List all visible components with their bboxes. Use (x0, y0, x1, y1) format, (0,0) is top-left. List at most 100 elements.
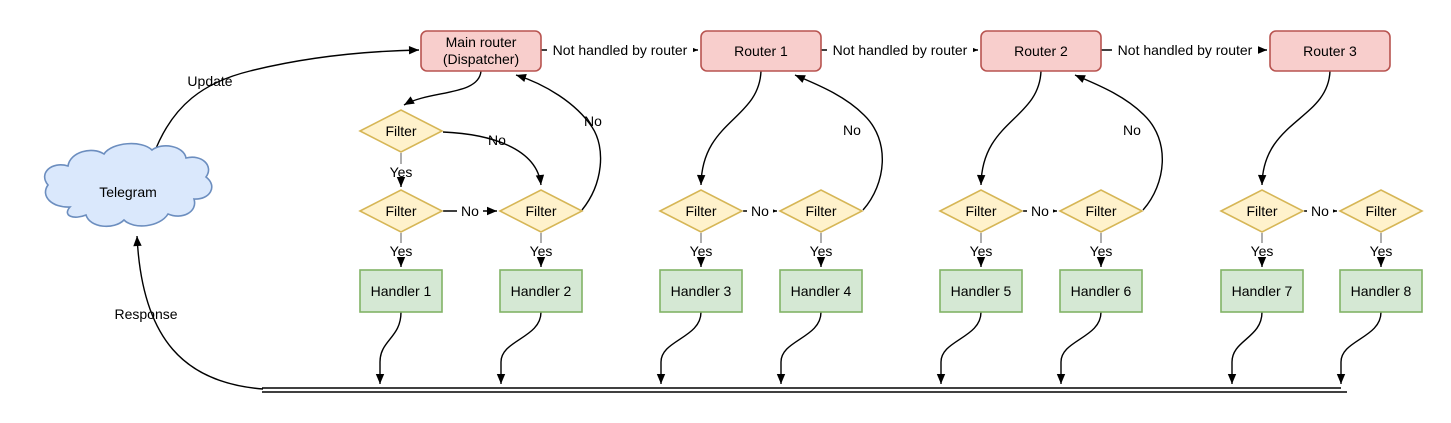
cloud-icon (43, 142, 213, 228)
node-handler-6: Handler 6 (1059, 269, 1143, 313)
node-handler-3: Handler 3 (659, 269, 743, 313)
node-filter-main-right: Filter (498, 189, 584, 233)
node-router-2: Router 2 (980, 30, 1102, 72)
handler6-label: Handler 6 (1071, 283, 1132, 299)
edge-handler5-out (936, 311, 982, 384)
node-main-router: Main router (Dispatcher) (420, 30, 542, 72)
yes-label-h1: Yes (390, 243, 413, 259)
node-router-3: Router 3 (1269, 30, 1391, 72)
node-handler-4: Handler 4 (779, 269, 863, 313)
edge-router2-to-filter (976, 70, 1042, 186)
handler1-label: Handler 1 (371, 283, 432, 299)
yes-label-h6: Yes (1090, 243, 1113, 259)
not-handled-1-label: Not handled by router (553, 42, 688, 58)
filter5-label: Filter (965, 203, 996, 219)
no-main-between-halo (457, 203, 483, 219)
handler8-label: Handler 8 (1351, 283, 1412, 299)
router1-box (700, 30, 822, 72)
filter4-diamond (778, 189, 864, 233)
node-router-1: Router 1 (700, 30, 822, 72)
filter8-diamond (1338, 189, 1424, 233)
yes-label-h8: Yes (1370, 243, 1393, 259)
node-filter-r3-right: Filter (1338, 189, 1424, 233)
node-filter-main-left: Filter (358, 189, 444, 233)
not-handled-3-label: Not handled by router (1118, 42, 1253, 58)
edge-main-topfilter-no (442, 131, 545, 186)
not-handled-3-halo (1112, 42, 1258, 58)
edge-router1-to-filter (696, 70, 762, 186)
yes-label-main-chain: Yes (390, 164, 413, 180)
update-label: Update (187, 73, 232, 89)
handler3-label: Handler 3 (671, 283, 732, 299)
filter5-diamond (938, 189, 1024, 233)
filter2-label: Filter (525, 203, 556, 219)
edge-handler6-out (1056, 311, 1102, 384)
no-r3-between-halo (1307, 203, 1333, 219)
cloud-label: Telegram (99, 184, 157, 200)
filter6-diamond (1058, 189, 1144, 233)
node-filter-r2-left: Filter (938, 189, 1024, 233)
no-label-main-return: No (584, 113, 602, 129)
handler2-label: Handler 2 (511, 283, 572, 299)
no-r1-between-halo (747, 203, 773, 219)
filter3-diamond (658, 189, 744, 233)
handler8-box (1339, 269, 1423, 313)
handler4-label: Handler 4 (791, 283, 852, 299)
edges (133, 45, 1386, 393)
yes-label-h3: Yes (690, 243, 713, 259)
main-router-box (420, 30, 542, 72)
no-label-r3-between: No (1311, 203, 1329, 219)
handler6-box (1059, 269, 1143, 313)
node-handler-2: Handler 2 (499, 269, 583, 313)
no-label-r1-return: No (843, 122, 861, 138)
node-filter-r1-right: Filter (778, 189, 864, 233)
edge-handler7-out (1227, 311, 1263, 384)
router2-box (980, 30, 1102, 72)
edge-response (133, 235, 264, 390)
handler7-label: Handler 7 (1232, 283, 1293, 299)
edge-update (152, 46, 420, 157)
filter2-diamond (498, 189, 584, 233)
no-label-main-topfilter: No (488, 132, 506, 148)
node-handler-7: Handler 7 (1220, 269, 1304, 313)
no-label-r2-return: No (1123, 122, 1141, 138)
no-label-r2-between: No (1031, 203, 1049, 219)
handler1-box (359, 269, 443, 313)
filter4-label: Filter (805, 203, 836, 219)
filter3-label: Filter (685, 203, 716, 219)
yes-label-h4: Yes (810, 243, 833, 259)
main-router-label-line1: Main router (446, 34, 517, 50)
handler5-box (939, 269, 1023, 313)
filter0-diamond (358, 109, 444, 153)
not-handled-2-label: Not handled by router (833, 42, 968, 58)
edge-router2-return-no (1074, 74, 1163, 211)
edge-main-return-no (515, 73, 602, 211)
filter1-diamond (358, 189, 444, 233)
no-label-main-between: No (461, 203, 479, 219)
router2-label: Router 2 (1014, 43, 1068, 59)
filter1-label: Filter (385, 203, 416, 219)
node-filter-r3-left: Filter (1219, 189, 1305, 233)
not-handled-2-halo (827, 42, 973, 58)
edge-router3-to-filter (1257, 70, 1331, 186)
handler2-box (499, 269, 583, 313)
edge-router1-return-no (794, 74, 883, 211)
yes-label-h2: Yes (530, 243, 553, 259)
telegram-cloud: Telegram (43, 142, 213, 228)
edge-handler3-out (656, 311, 702, 384)
handler3-box (659, 269, 743, 313)
yes-label-h5: Yes (970, 243, 993, 259)
handler4-box (779, 269, 863, 313)
router3-box (1269, 30, 1391, 72)
node-handler-1: Handler 1 (359, 269, 443, 313)
node-handler-8: Handler 8 (1339, 269, 1423, 313)
filter0-label: Filter (385, 123, 416, 139)
edge-main-to-filter (403, 70, 482, 106)
main-router-label-line2: (Dispatcher) (443, 51, 519, 67)
filter7-label: Filter (1246, 203, 1277, 219)
edge-labels: Update Response Not handled by router No… (114, 42, 1392, 322)
not-handled-1-halo (547, 42, 693, 58)
yes-label-h7: Yes (1251, 243, 1274, 259)
